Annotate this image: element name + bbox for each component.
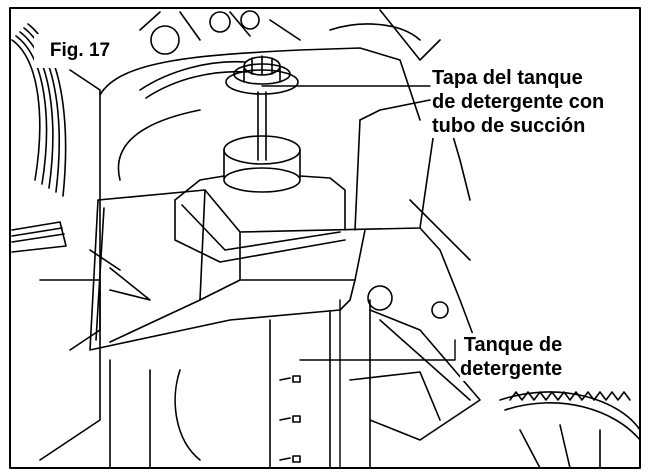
left-frame <box>69 69 101 351</box>
wheel <box>499 391 641 469</box>
detergent-tank-cap <box>225 55 299 161</box>
callout-cap-line-1: Tapa del tanque <box>432 67 583 89</box>
tank-neck <box>223 135 301 193</box>
callout-cap: Tapa del tanque de detergente con tubo d… <box>432 66 605 138</box>
callout-tank-line-2: detergente <box>460 358 563 380</box>
upper-body <box>99 9 441 181</box>
callout-tank-line-1: Tanque de <box>463 334 563 356</box>
callout-cap-line-3: tubo de succión <box>432 115 586 137</box>
tank-top <box>174 175 346 263</box>
suction-hose <box>139 60 248 99</box>
figure-label: Fig. 17 <box>34 34 126 68</box>
detergent-tank-body <box>269 299 371 469</box>
figure-border <box>9 7 641 469</box>
callout-tank: Tanque de detergente <box>460 333 563 381</box>
callout-cap-line-2: de detergente con <box>432 91 605 113</box>
leader-line-tank <box>299 339 456 361</box>
